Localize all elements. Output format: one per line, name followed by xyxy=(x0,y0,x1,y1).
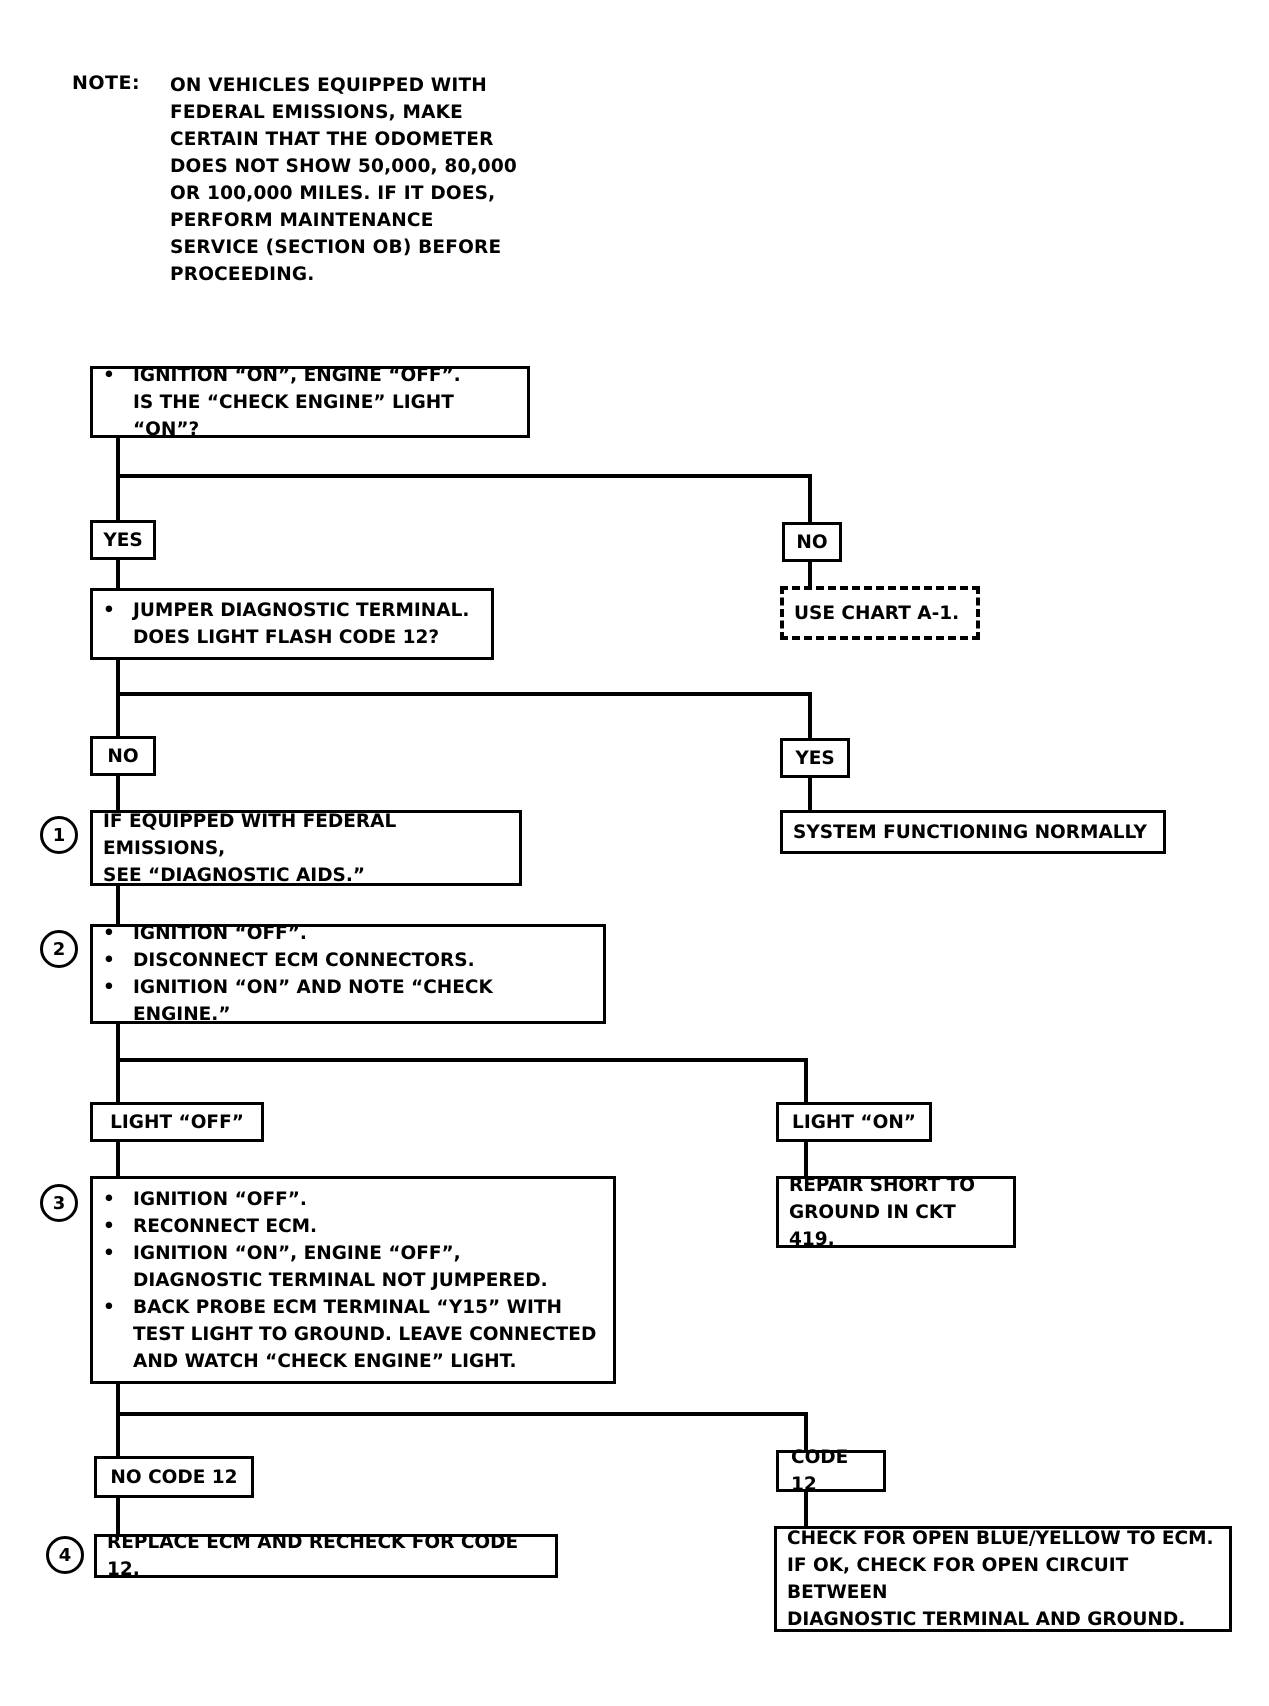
connector-line xyxy=(116,1142,120,1178)
connector-line xyxy=(804,1142,808,1178)
connector-line xyxy=(116,1022,120,1104)
note-line: ON VEHICLES EQUIPPED WITH xyxy=(170,75,487,96)
check-open-circuit-box: CHECK FOR OPEN BLUE/YELLOW TO ECM. IF OK… xyxy=(774,1526,1232,1632)
connector-line xyxy=(808,560,812,588)
connector-line xyxy=(116,1412,808,1416)
connector-line xyxy=(116,1382,120,1458)
note-label: NOTE: xyxy=(72,72,141,94)
light-on-label: LIGHT “ON” xyxy=(776,1102,932,1142)
connector-line xyxy=(808,692,812,746)
bullet: • xyxy=(103,600,115,621)
system-normal-box: SYSTEM FUNCTIONING NORMALLY xyxy=(780,810,1166,854)
step-text: IGNITION “ON”, ENGINE “OFF”. xyxy=(133,364,461,386)
connector-line xyxy=(116,656,120,746)
note-line: FEDERAL EMISSIONS, MAKE xyxy=(170,102,463,123)
connector-line xyxy=(116,1058,808,1062)
note-line: OR 100,000 MILES. IF IT DOES, xyxy=(170,183,496,204)
light-off-label: LIGHT “OFF” xyxy=(90,1102,264,1142)
bullet: • xyxy=(103,364,115,386)
note-line: SERVICE (SECTION OB) BEFORE xyxy=(170,237,502,258)
code-12-label: CODE 12 xyxy=(776,1447,886,1495)
step-number-3: 3 xyxy=(40,1184,78,1222)
connector-line xyxy=(804,1412,808,1452)
connector-line xyxy=(116,774,120,810)
yes-label: YES xyxy=(780,738,850,778)
no-label: NO xyxy=(782,522,842,562)
connector-line xyxy=(116,560,120,588)
step-number-1: 1 xyxy=(40,816,78,854)
yes-label: YES xyxy=(90,520,156,560)
no-label: NO xyxy=(90,736,156,776)
connector-line xyxy=(116,474,812,478)
connector-line xyxy=(808,774,812,810)
step-jumper-box: • JUMPER DIAGNOSTIC TERMINAL. DOES LIGHT … xyxy=(90,588,494,660)
repair-short-box: REPAIR SHORT TO GROUND IN CKT 419. xyxy=(776,1175,1016,1250)
connector-line xyxy=(804,1490,808,1528)
step-number-2: 2 xyxy=(40,930,78,968)
no-code-12-label: NO CODE 12 xyxy=(94,1456,254,1498)
note-line: DOES NOT SHOW 50,000, 80,000 xyxy=(170,156,517,177)
step-text: IS THE “CHECK ENGINE” LIGHT “ON”? xyxy=(133,391,454,440)
step-1-box: IF EQUIPPED WITH FEDERAL EMISSIONS, SEE … xyxy=(90,810,522,886)
step-number-4: 4 xyxy=(46,1536,84,1574)
note-line: PERFORM MAINTENANCE xyxy=(170,210,434,231)
connector-line xyxy=(116,886,120,926)
step-text: IF EQUIPPED WITH FEDERAL EMISSIONS, xyxy=(103,810,397,859)
step-4-box: REPLACE ECM AND RECHECK FOR CODE 12. xyxy=(94,1532,558,1580)
note-line: CERTAIN THAT THE ODOMETER xyxy=(170,129,494,150)
step-3-box: •IGNITION “OFF”. •RECONNECT ECM. •IGNITI… xyxy=(90,1176,616,1384)
connector-line xyxy=(808,474,812,524)
connector-line xyxy=(116,692,812,696)
note-line: PROCEEDING. xyxy=(170,264,315,285)
step-text: SEE “DIAGNOSTIC AIDS.” xyxy=(103,864,366,886)
step-text: DOES LIGHT FLASH CODE 12? xyxy=(133,627,440,648)
use-chart-a1-box: USE CHART A-1. xyxy=(780,586,980,640)
connector-line xyxy=(116,1496,120,1538)
connector-line xyxy=(116,438,120,524)
connector-line xyxy=(804,1058,808,1104)
step-2-box: •IGNITION “OFF”. •DISCONNECT ECM CONNECT… xyxy=(90,923,606,1025)
note-text: ON VEHICLES EQUIPPED WITH FEDERAL EMISSI… xyxy=(170,72,517,288)
step-text: JUMPER DIAGNOSTIC TERMINAL. xyxy=(133,600,470,621)
step-ignition-on-box: • IGNITION “ON”, ENGINE “OFF”. IS THE “CH… xyxy=(90,365,530,440)
